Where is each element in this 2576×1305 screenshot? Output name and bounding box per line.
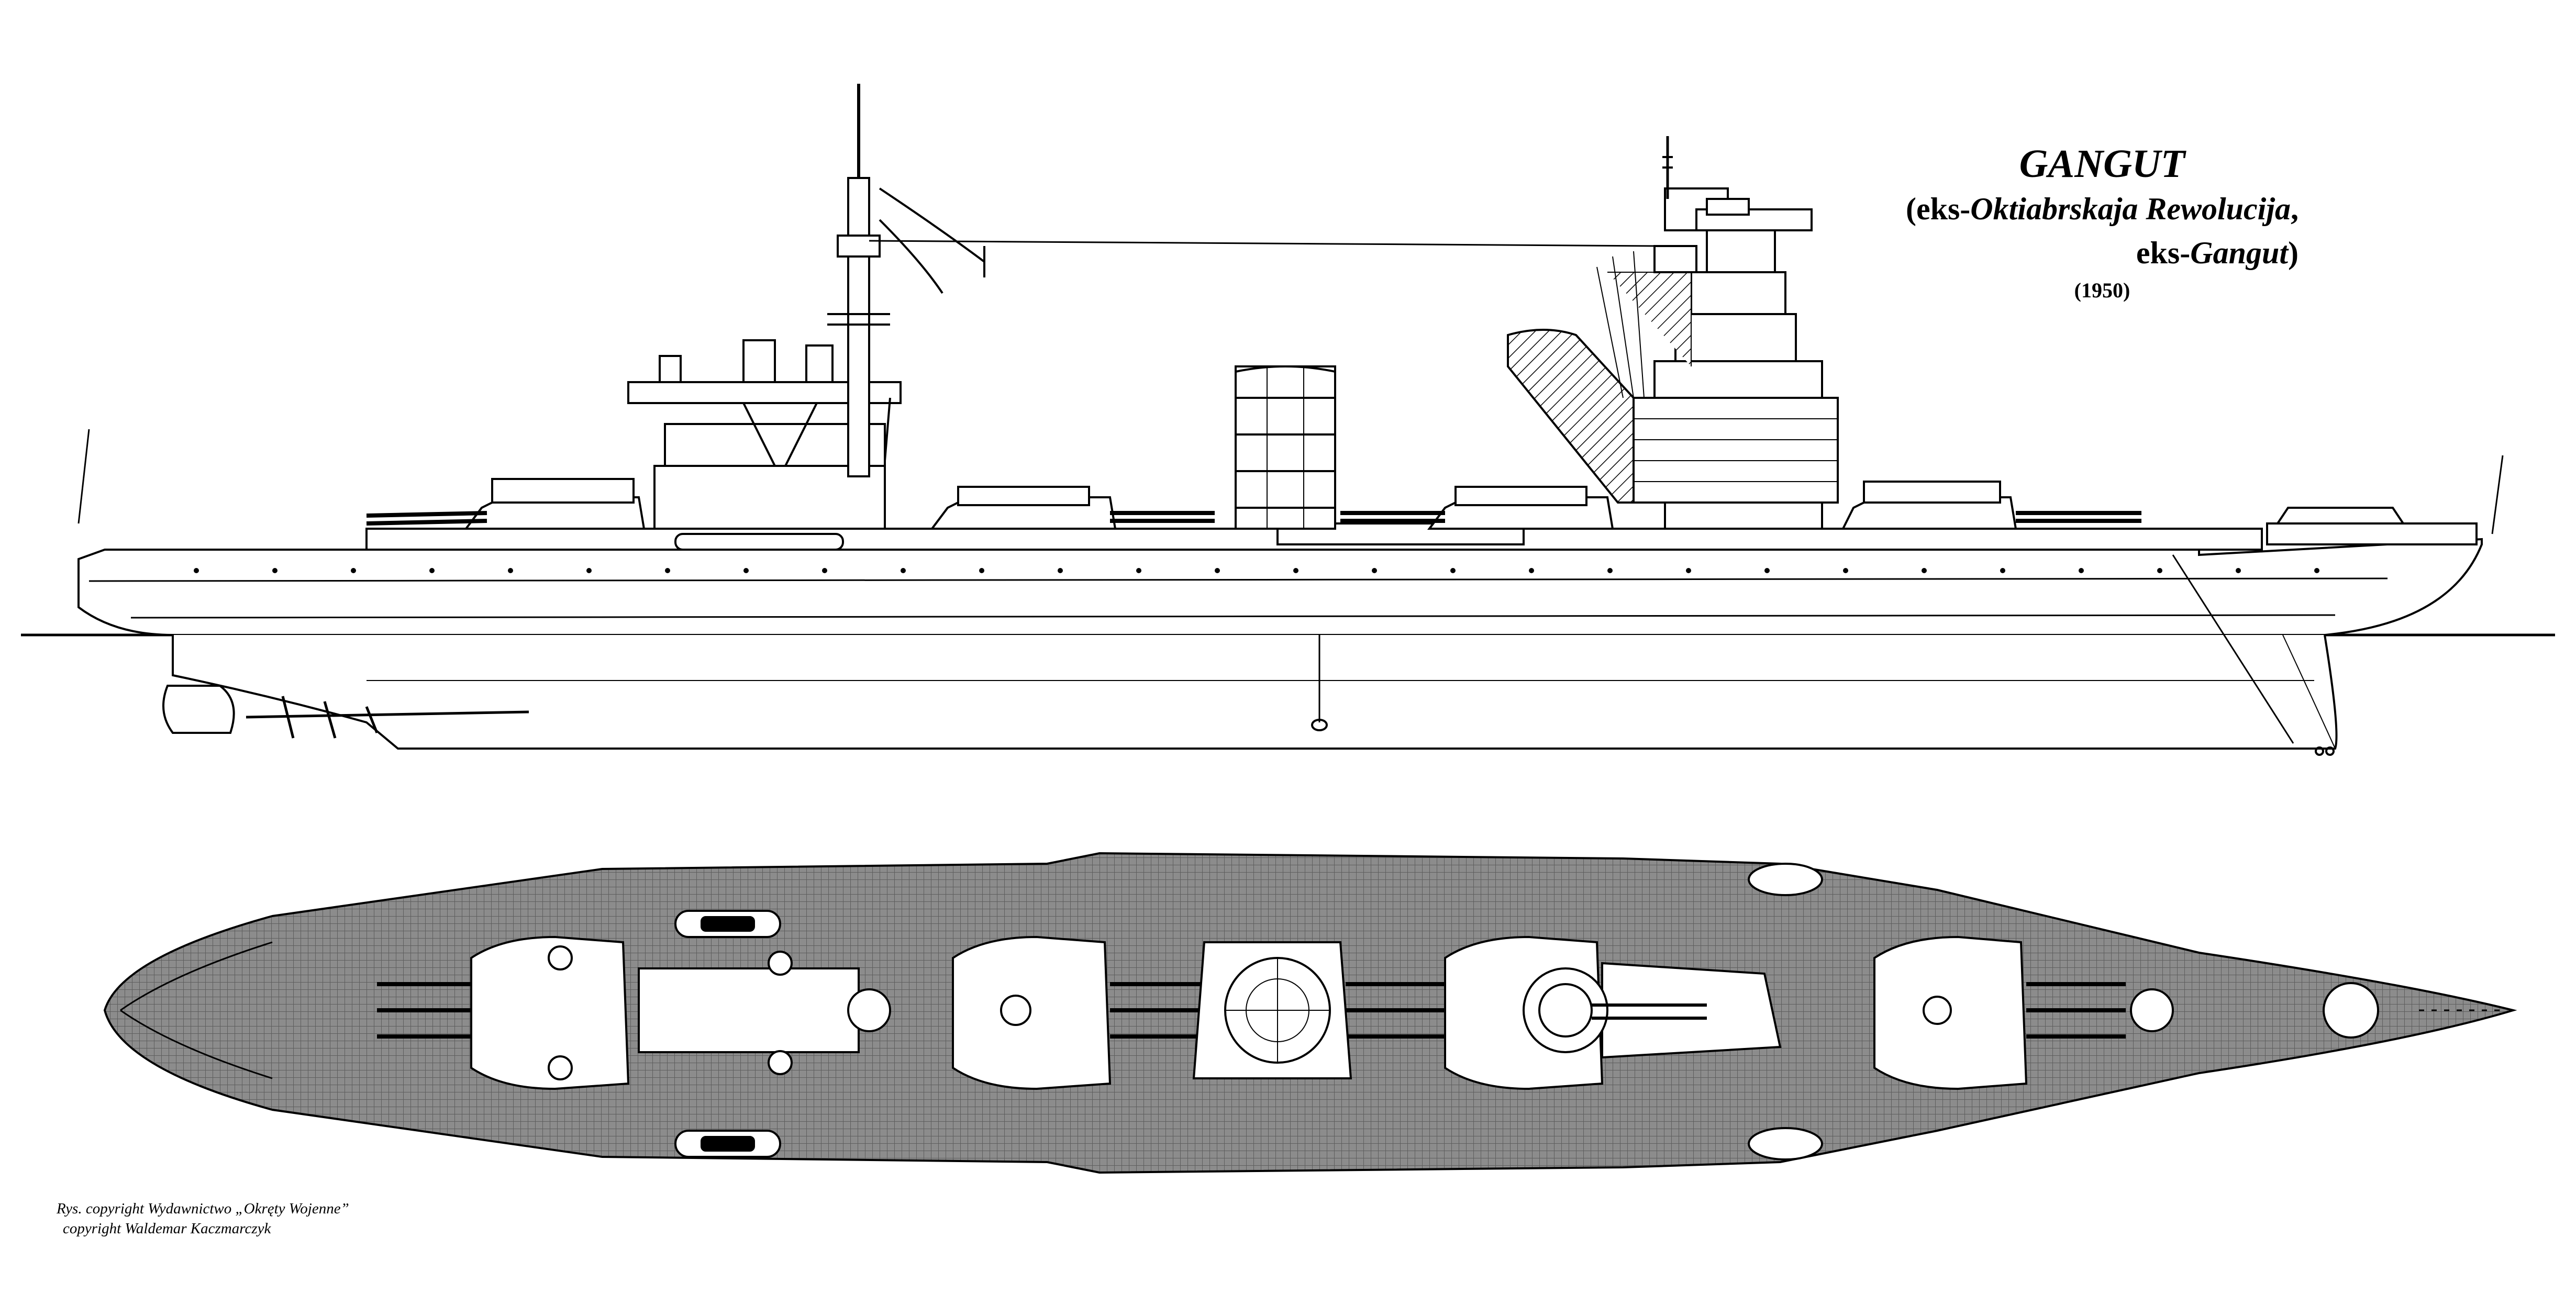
former-name-line-2: eks-Gangut) bbox=[2136, 236, 2299, 270]
turret-2-top bbox=[952, 935, 1204, 1090]
propeller-shaft bbox=[246, 710, 529, 719]
forward-superstructure-top bbox=[1523, 962, 1782, 1059]
rudder bbox=[162, 685, 235, 734]
hull-underwater bbox=[172, 634, 2338, 750]
aft-superstructure-top bbox=[638, 967, 860, 1053]
former-name-line-1: (eks-Oktiabrskaja Rewolucija, bbox=[1905, 192, 2299, 226]
boat-starboard bbox=[674, 1130, 781, 1158]
side-profile-view bbox=[21, 84, 2555, 756]
turret-1-top bbox=[377, 935, 630, 1090]
hull-upper bbox=[77, 538, 2483, 636]
turret-4-side bbox=[1841, 481, 2141, 530]
turret-4-top bbox=[1873, 935, 2126, 1090]
credit-line-2: copyright Waldemar Kaczmarczyk bbox=[63, 1220, 271, 1237]
drawing-title-block: GANGUT (eks-Oktiabrskaja Rewolucija, eks… bbox=[1775, 141, 2299, 303]
boat-port bbox=[674, 910, 781, 938]
aft-superstructure bbox=[627, 339, 902, 551]
drawing-year: (1950) bbox=[2074, 278, 2130, 302]
forward-superstructure bbox=[1507, 136, 1839, 530]
turret-1-side bbox=[366, 478, 646, 530]
deck-plan-view bbox=[103, 852, 2517, 1174]
credit-line-1: Rys. copyright Wydawnictwo „Okręty Wojen… bbox=[57, 1200, 349, 1217]
aft-mast bbox=[827, 84, 1660, 477]
funnel bbox=[1235, 365, 1336, 530]
copyright-credits: Rys. copyright Wydawnictwo „Okręty Wojen… bbox=[57, 1199, 349, 1239]
funnel-top bbox=[1192, 941, 1352, 1079]
turret-2-side bbox=[930, 486, 1215, 530]
ship-name: GANGUT bbox=[2019, 142, 2185, 186]
turret-3-side bbox=[1340, 486, 1614, 530]
